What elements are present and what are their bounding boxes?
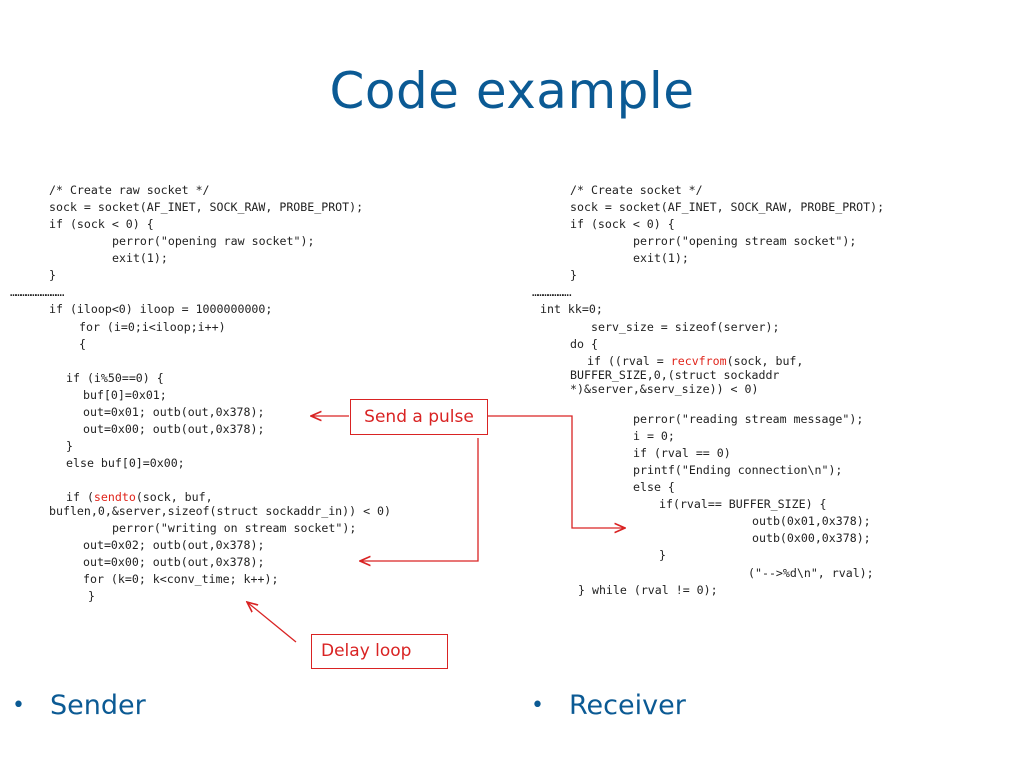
arrow-to-receiver-outb	[487, 415, 625, 528]
code-line: outb(0x00,0x378);	[752, 531, 871, 545]
code-line: printf("Ending connection\n");	[633, 463, 843, 477]
code-fragment: (sock, buf,	[135, 490, 213, 504]
code-line: if (sendto(sock, buf,	[66, 489, 213, 506]
code-line: out=0x00; outb(out,0x378);	[83, 422, 265, 436]
send-a-pulse-callout: Send a pulse	[350, 399, 488, 435]
code-line: }	[49, 268, 56, 282]
sendto-keyword: sendto	[93, 490, 136, 504]
code-line: buflen,0,&server,sizeof(struct sockaddr_…	[49, 504, 392, 518]
code-line: }	[570, 268, 577, 282]
code-line: perror("writing on stream socket");	[112, 521, 357, 535]
arrow-to-sender-second-outb	[360, 438, 479, 561]
code-line: perror("opening stream socket");	[633, 234, 857, 248]
code-line: sock = socket(AF_INET, SOCK_RAW, PROBE_P…	[570, 200, 885, 214]
code-line: sock = socket(AF_INET, SOCK_RAW, PROBE_P…	[49, 200, 364, 214]
code-line: for (i=0;i<iloop;i++)	[79, 320, 226, 334]
code-line: if ((rval = recvfrom(sock, buf,	[587, 353, 803, 370]
code-line: else {	[633, 480, 675, 494]
code-line: if (rval == 0)	[633, 446, 731, 460]
code-line: exit(1);	[112, 251, 168, 265]
receiver-label: Receiver	[569, 690, 686, 721]
code-fragment: (sock, buf,	[726, 354, 804, 368]
code-line: /* Create socket */	[570, 183, 703, 197]
code-line: perror("reading stream message");	[633, 412, 864, 426]
sender-label: Sender	[50, 690, 146, 721]
code-line: exit(1);	[633, 251, 689, 265]
code-line: serv_size = sizeof(server);	[591, 320, 780, 334]
slide-title: Code example	[329, 62, 695, 120]
code-line: }	[66, 439, 73, 453]
code-line: BUFFER_SIZE,0,(struct sockaddr	[570, 368, 780, 382]
bullet-dot-icon: •	[12, 693, 25, 718]
code-line: if (iloop<0) iloop = 1000000000;	[49, 302, 273, 316]
code-line: i = 0;	[633, 429, 675, 443]
arrow-to-delay-loop	[247, 602, 297, 643]
code-line: perror("opening raw socket");	[112, 234, 315, 248]
code-line: out=0x00; outb(out,0x378);	[83, 555, 265, 569]
code-line: for (k=0; k<conv_time; k++);	[83, 572, 279, 586]
code-line: do {	[570, 337, 598, 351]
code-line: /* Create raw socket */	[49, 183, 210, 197]
delay-loop-callout: Delay loop	[311, 634, 448, 669]
code-line: ………………….	[532, 285, 574, 299]
code-line: if (sock < 0) {	[49, 217, 154, 231]
code-line: int kk=0;	[540, 302, 603, 316]
code-line: outb(0x01,0x378);	[752, 514, 871, 528]
code-line: ………………………….	[10, 285, 67, 299]
code-line: buf[0]=0x01;	[83, 388, 167, 402]
code-fragment: if (	[66, 490, 94, 504]
code-line: }	[659, 548, 666, 562]
code-line: if (sock < 0) {	[570, 217, 675, 231]
code-line: out=0x01; outb(out,0x378);	[83, 405, 265, 419]
code-line: if (i%50==0) {	[66, 371, 164, 385]
code-line: {	[79, 337, 86, 351]
code-line: *)&server,&serv_size)) < 0)	[570, 382, 759, 396]
code-line: } while (rval != 0);	[578, 583, 718, 597]
code-line: }	[88, 589, 95, 603]
code-line: out=0x02; outb(out,0x378);	[83, 538, 265, 552]
bullet-dot-icon: •	[531, 693, 544, 718]
code-line: ("-->%d\n", rval);	[748, 566, 874, 580]
recvfrom-keyword: recvfrom	[670, 354, 727, 368]
code-line: if(rval== BUFFER_SIZE) {	[659, 497, 827, 511]
code-line: else buf[0]=0x00;	[66, 456, 185, 470]
code-fragment: if ((rval =	[587, 354, 671, 368]
